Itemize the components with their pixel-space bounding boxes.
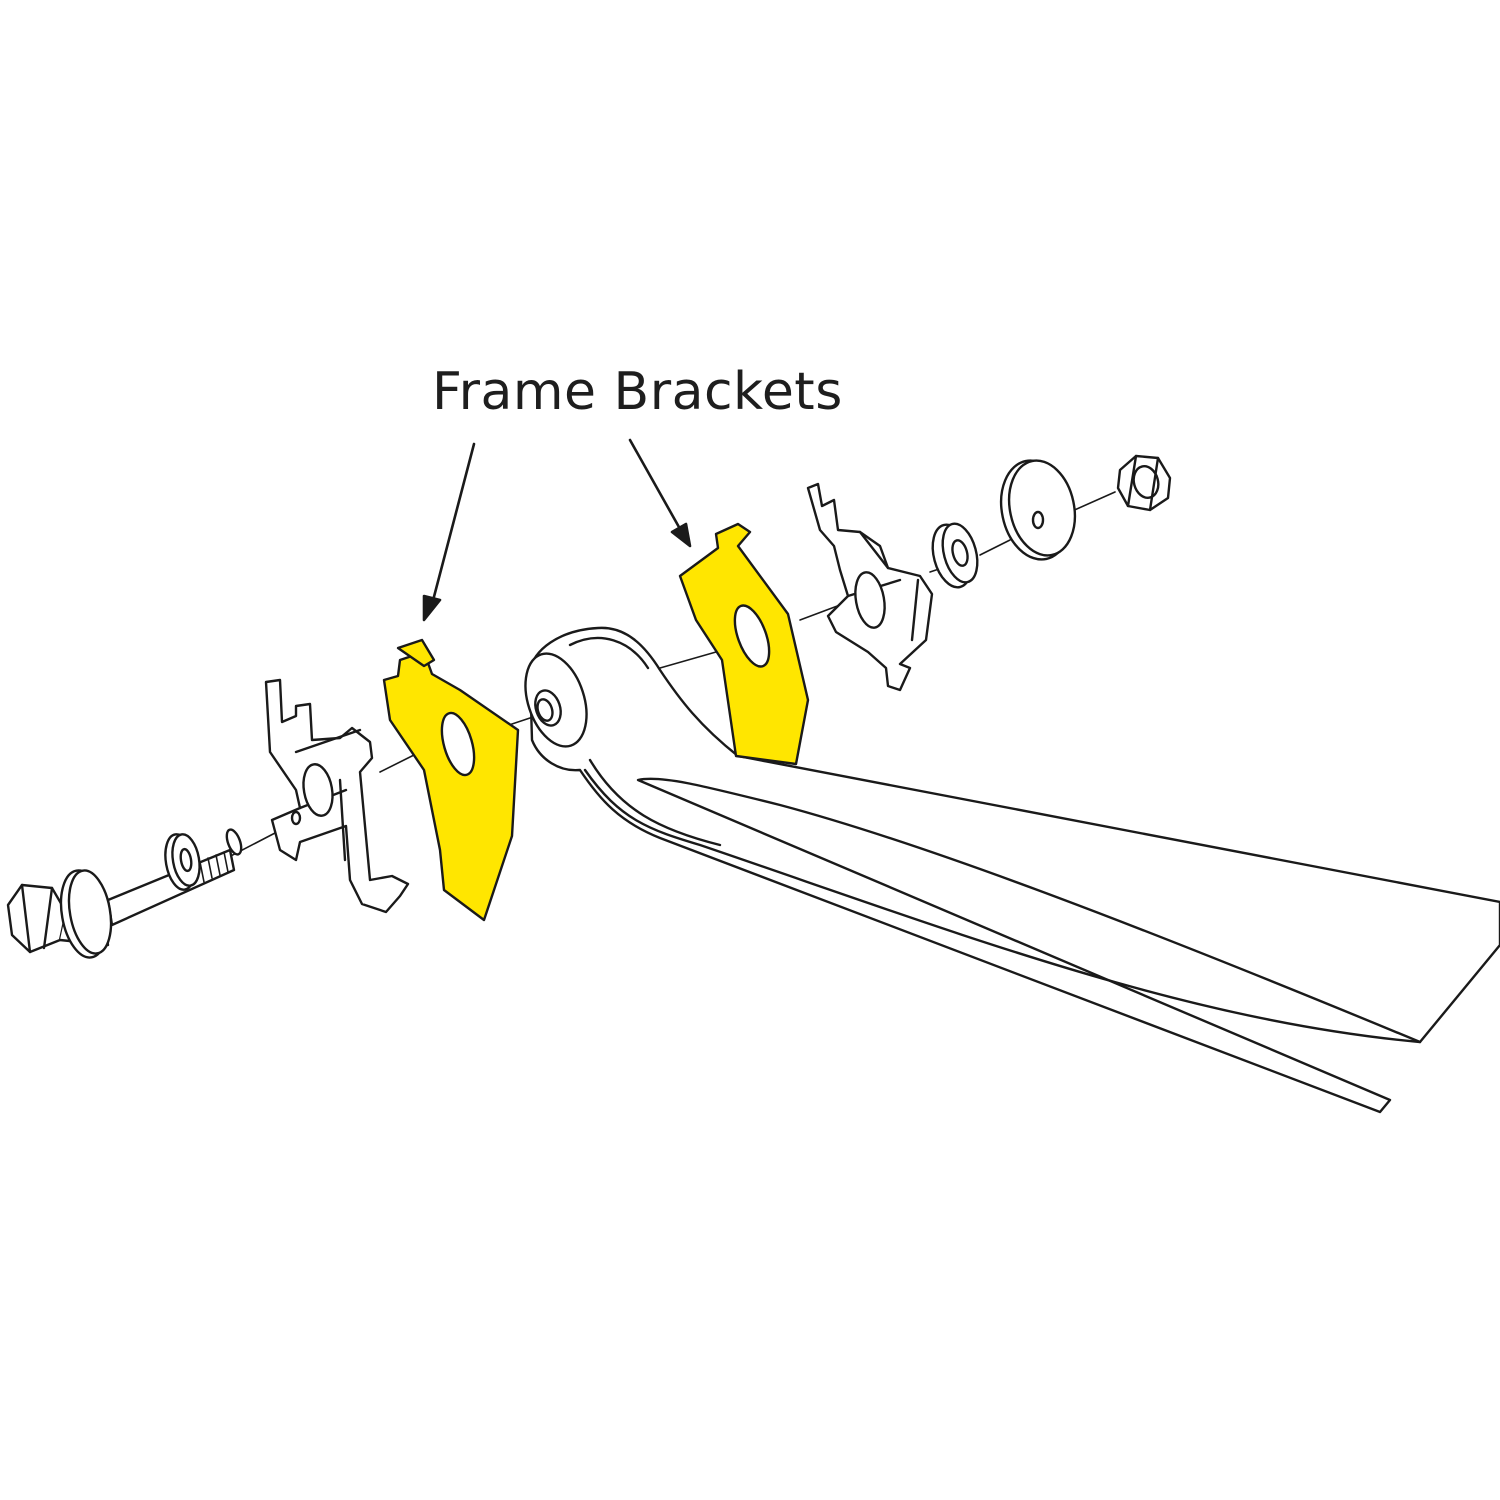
large-washer-left <box>59 869 113 959</box>
cam-bracket-left <box>264 678 410 914</box>
leader-arrow-right <box>628 438 686 538</box>
control-arm <box>524 626 1500 1114</box>
hex-nut <box>1116 454 1172 512</box>
large-washer-right <box>999 459 1077 561</box>
leader-arrow-left <box>428 442 476 614</box>
frame-brackets-callout-label: Frame Brackets <box>432 362 843 422</box>
callout-leaders <box>422 438 692 622</box>
cam-bracket-right <box>806 482 934 692</box>
small-washer-left <box>164 833 201 891</box>
leader-arrowhead-right <box>670 522 692 548</box>
leader-arrowhead-left <box>422 594 442 622</box>
hex-bolt <box>6 828 243 954</box>
frame-bracket-left <box>382 638 520 922</box>
small-washer-right <box>931 522 979 589</box>
frame-bracket-right <box>678 522 810 766</box>
